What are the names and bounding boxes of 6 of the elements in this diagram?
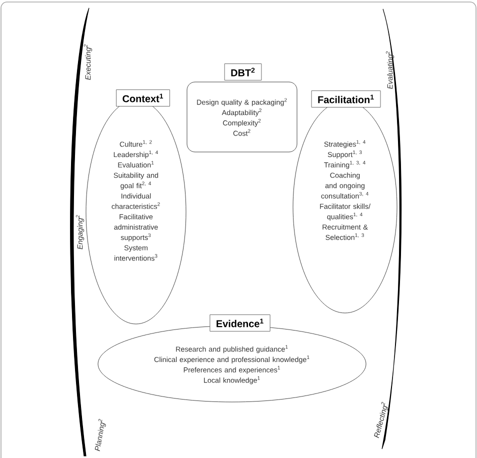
- heading-box: DBT$^{2}$: [224, 64, 262, 80]
- heading-box: Context$^{1}$: [116, 89, 170, 106]
- rounded-box: [186, 82, 298, 152]
- ellipse: [98, 326, 366, 402]
- heading-box: Facilitation$^{1}$: [311, 90, 381, 108]
- heading-box: Evidence$^{1}$: [210, 314, 270, 332]
